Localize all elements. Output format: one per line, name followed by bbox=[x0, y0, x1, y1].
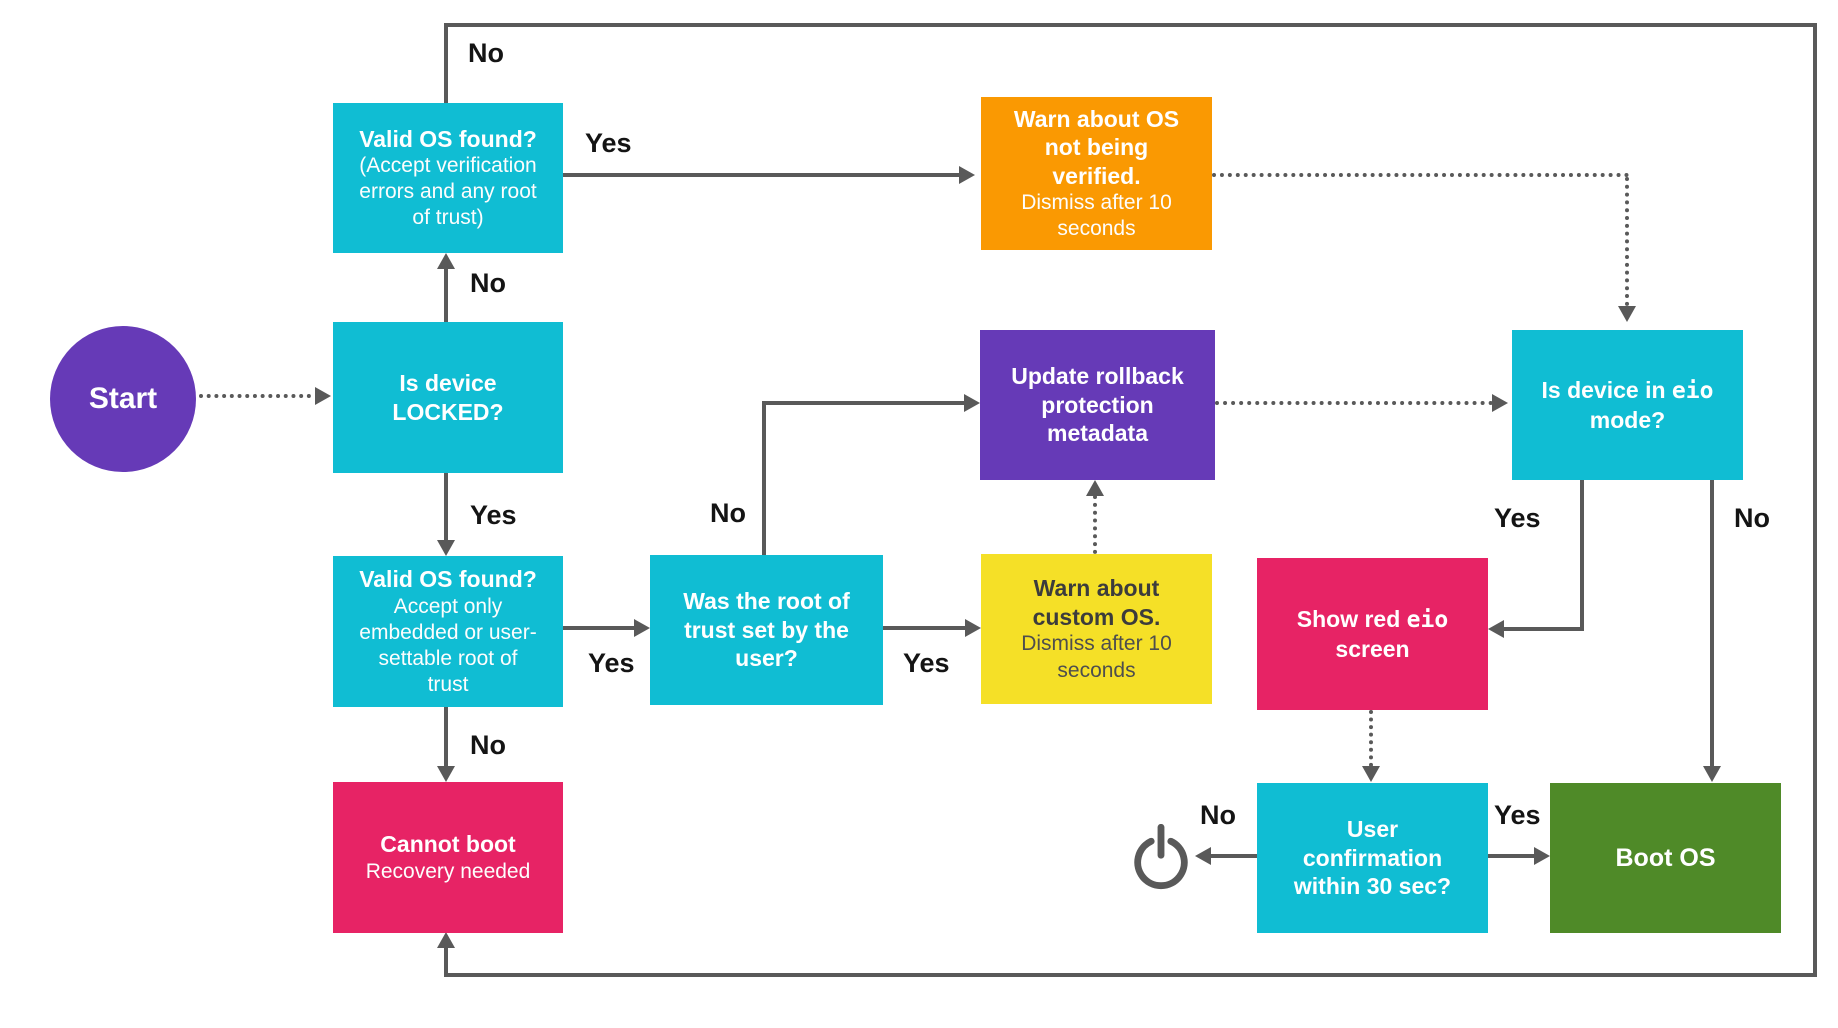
arrowhead-redscreen-to-confirm bbox=[1362, 766, 1380, 782]
connector-validmid-no bbox=[444, 707, 448, 767]
edge-label-locked-no: No bbox=[470, 268, 506, 298]
edge-label-outer-no: No bbox=[468, 38, 504, 68]
edge-label-locked-yes: Yes bbox=[470, 500, 517, 530]
connector-eio-yes-v bbox=[1580, 480, 1584, 631]
node-cannot-boot: Cannot boot Recovery needed bbox=[333, 782, 563, 933]
arrowhead-eio-no bbox=[1703, 766, 1721, 782]
connector-rot-no-v bbox=[762, 401, 766, 555]
edge-label-rot-yes: Yes bbox=[903, 648, 950, 678]
node-title: Warn about custom OS. bbox=[1032, 575, 1161, 630]
node-show-red-eio-screen: Show red eio screen bbox=[1257, 558, 1488, 710]
arrowhead-eio-yes bbox=[1488, 620, 1504, 638]
connector-eio-yes-h bbox=[1504, 627, 1584, 631]
arrowhead-locked-yes bbox=[437, 540, 455, 556]
arrowhead-warncustom-to-rollback bbox=[1086, 480, 1104, 496]
arrowhead-locked-no bbox=[437, 253, 455, 269]
node-is-device-eio-mode: Is device in eio mode? bbox=[1512, 330, 1743, 480]
node-title: Update rollback protection metadata bbox=[1011, 363, 1184, 447]
arrowhead-validmid-yes bbox=[634, 619, 650, 637]
node-user-confirmation: User confirmation within 30 sec? bbox=[1257, 783, 1488, 933]
connector-confirm-yes bbox=[1488, 854, 1535, 858]
connector-confirm-no bbox=[1210, 854, 1257, 858]
node-title: Is device LOCKED? bbox=[392, 369, 504, 425]
node-update-rollback-metadata: Update rollback protection metadata bbox=[980, 330, 1215, 480]
connector-warnunverified-to-eio-v bbox=[1625, 177, 1629, 306]
power-icon bbox=[1134, 824, 1188, 890]
node-valid-os-embedded-root: Valid OS found? Accept only embedded or … bbox=[333, 556, 563, 707]
arrowhead-rollback-to-eio bbox=[1492, 394, 1508, 412]
node-warn-custom-os: Warn about custom OS. Dismiss after 10 s… bbox=[981, 554, 1212, 704]
edge-label-confirm-no: No bbox=[1200, 800, 1236, 830]
node-is-device-locked: Is device LOCKED? bbox=[333, 322, 563, 473]
arrowhead-confirm-no bbox=[1195, 847, 1211, 865]
node-subtitle: Recovery needed bbox=[365, 859, 531, 883]
node-title: Valid OS found? bbox=[359, 566, 537, 593]
start-label: Start bbox=[88, 382, 158, 415]
node-start: Start bbox=[50, 326, 196, 472]
node-root-of-trust-user: Was the root of trust set by the user? bbox=[650, 555, 883, 705]
node-title: Is device in eio mode? bbox=[1541, 376, 1714, 433]
connector-redscreen-to-confirm bbox=[1369, 710, 1373, 767]
connector-outer-into-cannot-boot bbox=[444, 946, 448, 977]
edge-label-confirm-yes: Yes bbox=[1494, 800, 1541, 830]
edge-label-validmid-yes: Yes bbox=[588, 648, 635, 678]
node-subtitle: Accept only embedded or user-settable ro… bbox=[359, 594, 537, 696]
connector-outer-left-top bbox=[444, 23, 448, 103]
edge-label-rot-no: No bbox=[710, 498, 746, 528]
connector-warnunverified-to-eio-h bbox=[1212, 173, 1629, 177]
arrowhead-rot-no bbox=[964, 394, 980, 412]
connector-eio-no bbox=[1710, 480, 1714, 767]
connector-start-to-locked bbox=[199, 394, 311, 398]
connector-warncustom-to-rollback bbox=[1093, 495, 1097, 554]
arrowhead-validany-yes bbox=[959, 166, 975, 184]
arrowhead-start-to-locked bbox=[315, 387, 331, 405]
connector-locked-yes bbox=[444, 473, 448, 541]
connector-rot-yes bbox=[883, 626, 966, 630]
connector-outer-bottom bbox=[444, 973, 1817, 977]
arrowhead-confirm-yes bbox=[1534, 847, 1550, 865]
edge-label-validany-yes: Yes bbox=[585, 128, 632, 158]
eio-mono-text: eio bbox=[1406, 606, 1449, 633]
connector-validmid-yes bbox=[563, 626, 635, 630]
node-warn-os-not-verified: Warn about OS not being verified. Dismis… bbox=[981, 97, 1212, 250]
node-subtitle: Dismiss after 10 seconds bbox=[1021, 632, 1172, 682]
connector-rollback-to-eio bbox=[1215, 401, 1493, 405]
connector-rot-no-h bbox=[762, 401, 965, 405]
node-title: Show red eio screen bbox=[1296, 605, 1449, 662]
edge-label-validmid-no: No bbox=[470, 730, 506, 760]
node-title: Cannot boot bbox=[380, 831, 516, 858]
node-valid-os-any-root: Valid OS found? (Accept verification err… bbox=[333, 103, 563, 253]
connector-locked-no bbox=[444, 268, 448, 322]
edge-label-eio-yes: Yes bbox=[1494, 503, 1541, 533]
node-subtitle: Dismiss after 10 seconds bbox=[1021, 191, 1172, 241]
node-boot-os: Boot OS bbox=[1550, 783, 1781, 933]
eio-mono-text: eio bbox=[1671, 377, 1714, 404]
arrowhead-rot-yes bbox=[965, 619, 981, 637]
connector-outer-top bbox=[444, 23, 1817, 27]
arrowhead-warnunverified-to-eio bbox=[1618, 306, 1636, 322]
node-title: Warn about OS not being verified. bbox=[1013, 105, 1180, 189]
connector-outer-right bbox=[1813, 23, 1817, 977]
edge-label-eio-no: No bbox=[1734, 503, 1770, 533]
node-title: User confirmation within 30 sec? bbox=[1293, 816, 1452, 900]
node-subtitle: (Accept verification errors and any root… bbox=[359, 154, 537, 230]
node-title: Valid OS found? bbox=[359, 125, 537, 152]
connector-validany-yes bbox=[563, 173, 959, 177]
node-title: Boot OS bbox=[1615, 843, 1716, 872]
arrowhead-validmid-no bbox=[437, 766, 455, 782]
node-title: Was the root of trust set by the user? bbox=[683, 588, 850, 672]
arrowhead-into-cannot-boot bbox=[437, 932, 455, 948]
